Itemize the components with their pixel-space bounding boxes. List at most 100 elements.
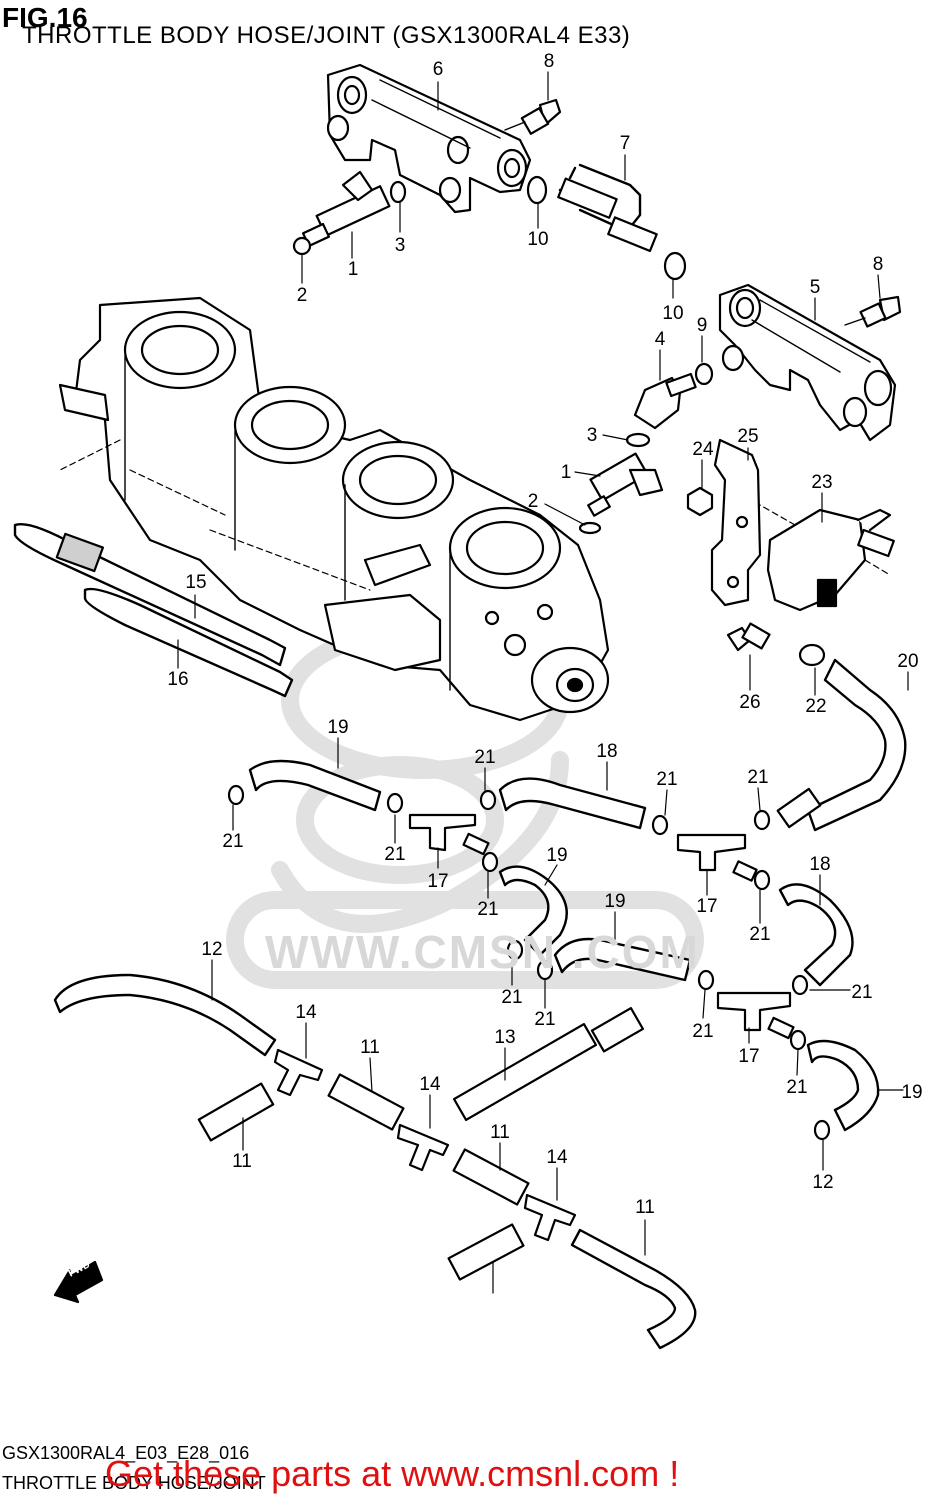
callout-24: 24: [692, 439, 714, 460]
t-joint-17-c: [716, 991, 795, 1040]
hose-16: [83, 587, 294, 698]
t-joint-14-c: [523, 1193, 577, 1242]
o-ring-upper: [526, 175, 548, 205]
callout-20: 20: [897, 651, 919, 672]
callout-21: 21: [656, 769, 678, 790]
hose-19-c: [553, 937, 692, 982]
callout-21: 21: [534, 1009, 556, 1030]
callout-14: 14: [546, 1147, 568, 1168]
callout-21: 21: [749, 924, 771, 945]
hose-15: [13, 523, 287, 667]
bolt-26: [726, 622, 771, 652]
diagram-code: GSX1300RAL4_E03_E28_016: [2, 1443, 250, 1463]
fuel-feed-hose: [557, 163, 658, 253]
callout-5: 5: [809, 277, 821, 298]
callout-17: 17: [696, 896, 718, 917]
hose-11-c: [452, 1148, 530, 1206]
callout-1: 1: [347, 259, 359, 280]
hose-13-end: [590, 1007, 645, 1053]
callout-2: 2: [296, 285, 308, 306]
fuel-injector-lower: [587, 452, 664, 517]
promo-link[interactable]: Get these parts at www.cmsnl.com !: [105, 1453, 680, 1494]
fuel-rail-lower: [718, 283, 897, 442]
leader-lines: [177, 71, 909, 1294]
callout-7: 7: [619, 133, 631, 154]
callout-8: 8: [543, 51, 555, 72]
solenoid-valve: [759, 504, 895, 612]
hose-13: [452, 1023, 598, 1121]
callout-10: 10: [662, 303, 684, 324]
callout-17: 17: [427, 871, 449, 892]
callout-21: 21: [692, 1021, 714, 1042]
clamp-22: [798, 643, 826, 667]
callout-25: 25: [737, 426, 759, 447]
t-joint-17-a: [408, 813, 490, 856]
hose-19-b: [498, 865, 568, 957]
callout-17: 17: [738, 1046, 760, 1067]
throttle-body-assembly: [58, 296, 610, 722]
callout-21: 12: [812, 1172, 834, 1193]
figure-title: THROTTLE BODY HOSE/JOINT (GSX1300RAL4 E3…: [22, 22, 631, 49]
hose-12-a: [53, 973, 277, 1057]
callout-10: 10: [527, 229, 549, 250]
cushion: [633, 372, 697, 430]
callout-21: 21: [384, 844, 406, 865]
callout-3: 3: [586, 425, 598, 446]
fuel-rail-upper: [326, 63, 532, 214]
o-ring-lower: [663, 251, 687, 281]
nut-24: [686, 486, 714, 517]
callout-19: 19: [901, 1082, 923, 1103]
hose-20: [806, 658, 907, 832]
callout-11: 11: [490, 1122, 510, 1143]
o-ring-9: [694, 362, 714, 386]
callout-26: 26: [739, 692, 761, 713]
screw-upper: [504, 98, 562, 135]
callout-21: 21: [851, 982, 873, 1003]
hose-12-b: [570, 1228, 697, 1350]
t-joint-14-a: [273, 1048, 324, 1097]
callout-19: 19: [604, 891, 626, 912]
callout-21: 21: [786, 1077, 808, 1098]
callout-18: 18: [809, 854, 831, 875]
callout-14: 14: [295, 1002, 317, 1023]
callout-18: 18: [596, 741, 618, 762]
callout-6: 6: [432, 59, 444, 80]
o-ring-small-lower: [625, 432, 651, 448]
hose-18-b: [778, 883, 854, 987]
callout-14: 14: [419, 1074, 441, 1095]
callout-22: 22: [805, 696, 827, 717]
hose-18-a: [498, 777, 647, 830]
footer-title: THROTTLE BODY HOSE/JOINT: [2, 1473, 266, 1493]
hose-11-d: [447, 1223, 525, 1281]
clamps-21: [227, 784, 831, 1141]
watermark-text: WWW.CMSN .COM: [265, 926, 700, 978]
callout-9: 9: [696, 315, 708, 336]
callout-2: 2: [527, 491, 539, 512]
hose-19-d: [806, 1039, 880, 1132]
callout-16: 16: [167, 669, 189, 690]
callout-19: 19: [546, 845, 568, 866]
seal-upper: [292, 236, 312, 256]
callout-23: 23: [811, 472, 833, 493]
callout-19: 19: [327, 717, 349, 738]
callout-11: 11: [360, 1037, 380, 1058]
screw-lower: [844, 295, 902, 328]
callout-21: 21: [477, 899, 499, 920]
hose-11-b: [327, 1073, 405, 1131]
bracket-25: [710, 438, 762, 607]
hose-20-joint: [776, 787, 822, 829]
hose-19-a: [248, 759, 382, 812]
callout-3: 3: [394, 235, 406, 256]
callout-21: 21: [501, 987, 523, 1008]
callout-15: 15: [185, 572, 207, 593]
callout-4: 4: [654, 329, 666, 350]
fuel-injector-upper: [301, 170, 391, 248]
callout-12: 11: [635, 1197, 655, 1218]
t-joint-14-b: [396, 1123, 450, 1172]
hose-11-a: [197, 1082, 275, 1142]
t-joint-17-b: [676, 833, 758, 882]
callout-13: 13: [494, 1027, 516, 1048]
o-ring-small-upper: [389, 180, 407, 204]
callout-21: 21: [474, 747, 496, 768]
